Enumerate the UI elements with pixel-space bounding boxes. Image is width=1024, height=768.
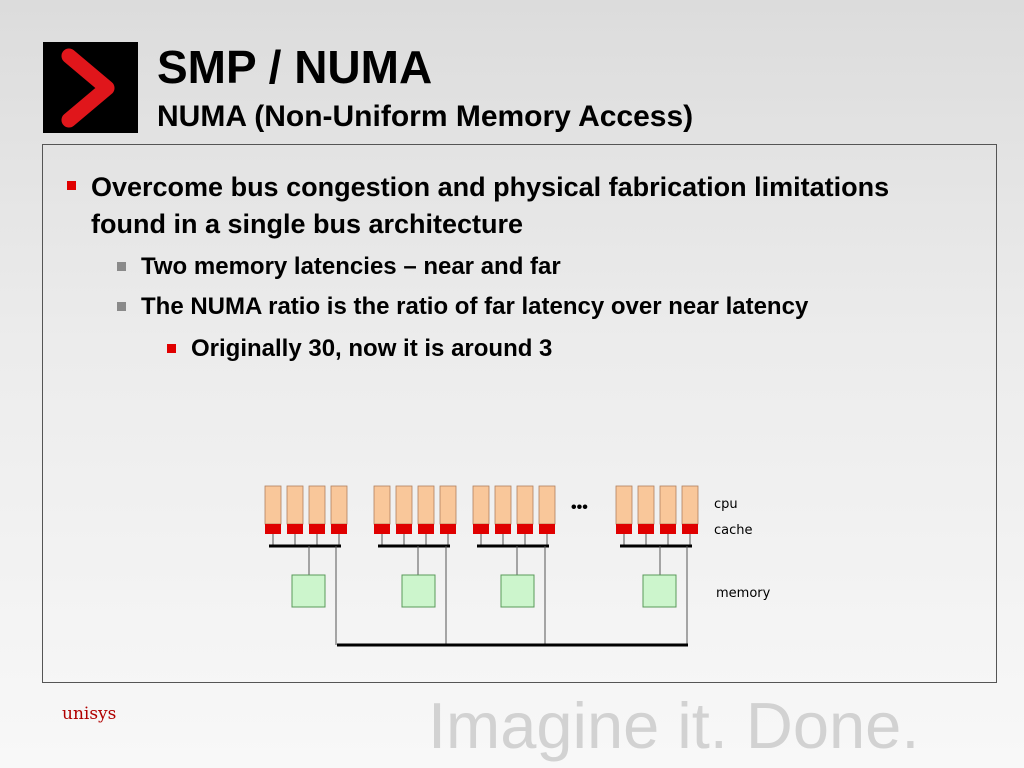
- content-box: Overcome bus congestion and physical fab…: [42, 144, 997, 683]
- cpu-cache-2-2: [396, 524, 412, 534]
- page-title: SMP / NUMA: [157, 41, 433, 93]
- bullet-marker-red: [67, 181, 76, 190]
- cpu-core-4-4: [681, 485, 699, 525]
- cpu-cache-2-1: [374, 524, 390, 534]
- bullet-marker-red: [167, 344, 176, 353]
- tagline: Imagine it. Done.: [428, 689, 920, 762]
- cpu-cache-3-4: [539, 524, 555, 534]
- cpu-cache-2-4: [440, 524, 456, 534]
- cpu-cache-3-2: [495, 524, 511, 534]
- cpu-cache-4-4: [682, 524, 698, 534]
- cpu-core-2-4: [439, 485, 457, 525]
- ellipsis-label: •••: [571, 499, 588, 516]
- cpu-cache-2-3: [418, 524, 434, 534]
- cpu-core-4-3: [659, 485, 677, 525]
- cpu-cache-4-1: [616, 524, 632, 534]
- unisys-chevron-logo: [43, 42, 138, 133]
- memory-block-4: [642, 574, 677, 608]
- memory-block-1: [291, 574, 326, 608]
- cpu-core-1-4: [330, 485, 348, 525]
- cpu-core-1-1: [264, 485, 282, 525]
- bullet-marker-gray: [117, 302, 126, 311]
- cache-label: cache: [714, 523, 753, 538]
- cpu-core-3-1: [472, 485, 490, 525]
- cpu-core-3-3: [516, 485, 534, 525]
- bullet-level1: Overcome bus congestion and physical fab…: [91, 172, 890, 239]
- cpu-core-1-2: [286, 485, 304, 525]
- cpu-cache-3-3: [517, 524, 533, 534]
- cpu-cache-1-2: [287, 524, 303, 534]
- cpu-label: cpu: [714, 497, 738, 512]
- cpu-cache-4-3: [660, 524, 676, 534]
- cpu-core-3-2: [494, 485, 512, 525]
- bullet-level2-numa-ratio: The NUMA ratio is the ratio of far laten…: [141, 293, 809, 320]
- memory-block-2: [401, 574, 436, 608]
- cpu-core-1-3: [308, 485, 326, 525]
- bullet-level2-latencies: Two memory latencies – near and far: [141, 253, 561, 280]
- cpu-cache-3-1: [473, 524, 489, 534]
- memory-label: memory: [716, 586, 771, 601]
- cpu-core-4-1: [615, 485, 633, 525]
- cpu-core-2-1: [373, 485, 391, 525]
- cpu-core-2-2: [395, 485, 413, 525]
- cpu-core-4-2: [637, 485, 655, 525]
- cpu-core-2-3: [417, 485, 435, 525]
- cpu-cache-1-1: [265, 524, 281, 534]
- cpu-cache-1-4: [331, 524, 347, 534]
- memory-block-3: [500, 574, 535, 608]
- cpu-cache-1-3: [309, 524, 325, 534]
- cpu-cache-4-2: [638, 524, 654, 534]
- page-subtitle: NUMA (Non-Uniform Memory Access): [157, 100, 694, 133]
- cpu-core-3-4: [538, 485, 556, 525]
- bullet-level3-ratio-values: Originally 30, now it is around 3: [191, 335, 553, 362]
- unisys-brand-text: unisys: [62, 704, 117, 724]
- bullet-marker-gray: [117, 262, 126, 271]
